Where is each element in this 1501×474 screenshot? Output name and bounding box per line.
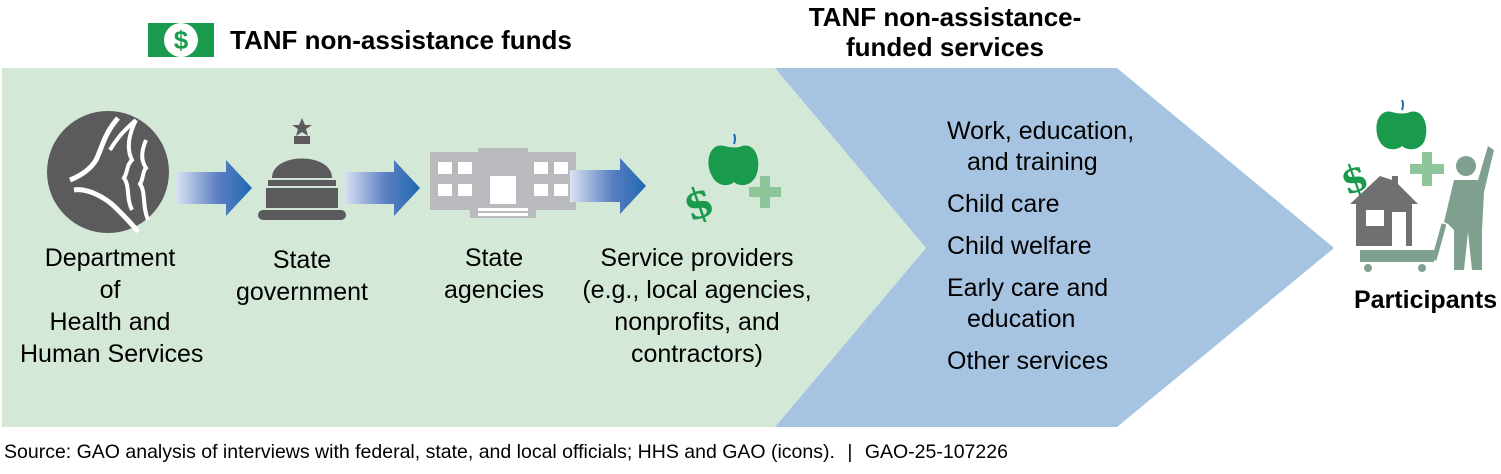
flow-label-state-government: State government bbox=[235, 246, 369, 306]
flow-label-service-providers: Service providers (e.g., local agencies,… bbox=[582, 244, 812, 368]
flow-arrow-1 bbox=[176, 160, 252, 216]
services-title-line1: TANF non-assistance- bbox=[808, 2, 1082, 32]
service-item-child-welfare: Child welfare bbox=[947, 232, 1092, 260]
flow-label-state-agencies: State agencies bbox=[443, 244, 545, 304]
services-title-line2: funded services bbox=[846, 32, 1044, 62]
footer-separator: | bbox=[847, 441, 853, 463]
funds-panel bbox=[2, 68, 926, 427]
service-item-early-care: Early care and education bbox=[947, 274, 1109, 333]
funds-header: $ TANF non-assistance funds bbox=[148, 20, 572, 60]
source-text: Source: GAO analysis of interviews with … bbox=[4, 441, 835, 463]
source-footer: Source: GAO analysis of interviews with … bbox=[4, 440, 1008, 464]
services-bundle-icon: $ bbox=[676, 133, 781, 222]
svg-text:$: $ bbox=[676, 175, 720, 222]
flow-label-hhs: Department of Health and Human Services bbox=[20, 244, 204, 368]
services-list: Work, education, and training Child care… bbox=[947, 116, 1134, 388]
hhs-logo-icon bbox=[47, 111, 169, 234]
report-id: GAO-25-107226 bbox=[864, 441, 1008, 463]
dollar-bill-icon: $ bbox=[148, 23, 214, 57]
svg-text:$: $ bbox=[174, 25, 189, 55]
service-item-other: Other services bbox=[947, 347, 1109, 375]
services-header: TANF non-assistance- funded services bbox=[790, 2, 1100, 62]
services-chevron bbox=[775, 68, 1334, 427]
state-building-icon bbox=[430, 148, 576, 218]
capitol-dome-icon bbox=[258, 118, 346, 220]
service-item-work: Work, education, and training bbox=[947, 117, 1135, 176]
service-item-child-care: Child care bbox=[947, 190, 1060, 218]
participant-with-wagon-icon: $ bbox=[1336, 100, 1494, 272]
flow-arrow-2 bbox=[344, 160, 420, 216]
flow-arrow-3 bbox=[570, 158, 646, 214]
funds-title: TANF non-assistance funds bbox=[230, 25, 572, 55]
participants-label: Participants bbox=[1354, 286, 1498, 314]
